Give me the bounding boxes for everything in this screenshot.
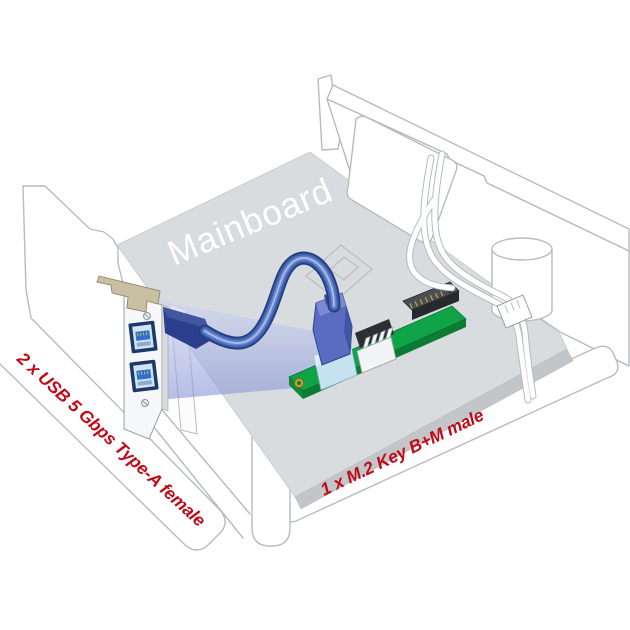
card-left-edge [289, 377, 303, 399]
case-front-left-inner-lines [148, 397, 251, 539]
wire-connector-block [496, 294, 533, 329]
bracket-tab [96, 275, 161, 313]
case-rear-tab [317, 74, 341, 151]
pci-bracket [96, 275, 169, 440]
card-screw-notch-center [297, 381, 301, 385]
wire-bundle [406, 150, 537, 404]
usb-cable-bracket-connector [163, 307, 213, 349]
usb-cable [198, 251, 341, 350]
m2-gold-contacts [409, 290, 444, 309]
bracket-screw-bottom [141, 399, 149, 407]
usb-port-1 [128, 320, 158, 354]
usb-port-2 [129, 359, 159, 393]
bracket-screw-top [143, 312, 151, 320]
power-connector-4pin [355, 319, 397, 374]
mainboard-edge [294, 348, 574, 510]
case-left-wall-top [22, 185, 126, 293]
case-left-wall-edge [22, 185, 27, 291]
